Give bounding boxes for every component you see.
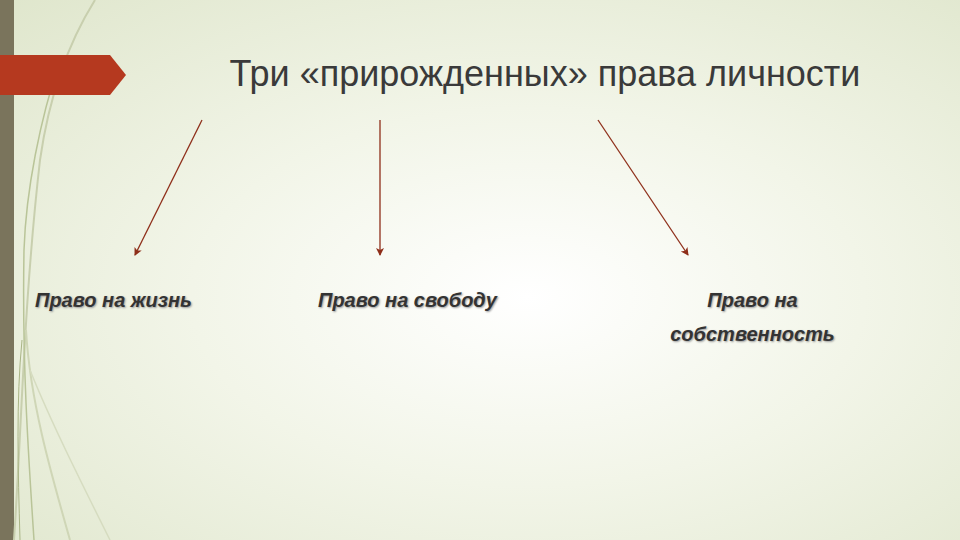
arrow-connector bbox=[598, 120, 688, 255]
grass-curve bbox=[18, 340, 22, 540]
diagram-title: Три «прирожденных» права личности bbox=[230, 52, 861, 96]
arrow-connector bbox=[379, 120, 380, 255]
arrow-connector bbox=[135, 120, 202, 255]
title-tag bbox=[0, 55, 126, 95]
right-label: Право на собственность bbox=[650, 283, 855, 351]
right-label: Право на жизнь bbox=[35, 283, 192, 317]
grass-curve bbox=[30, 370, 110, 540]
right-label: Право на свободу bbox=[318, 283, 497, 317]
right-node: Право на свободу bbox=[318, 255, 553, 317]
right-node: Право на жизнь bbox=[35, 255, 235, 317]
grass-curve bbox=[26, 330, 70, 540]
title-node: Три «прирожденных» права личности bbox=[200, 52, 890, 120]
right-node: Право на собственность bbox=[650, 255, 855, 351]
